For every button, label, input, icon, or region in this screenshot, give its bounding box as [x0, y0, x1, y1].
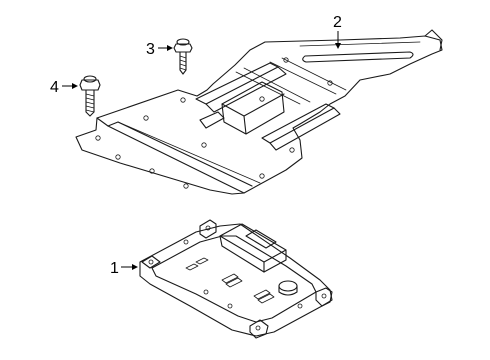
callout-3: 3	[146, 41, 173, 58]
mounting-bracket-part	[75, 29, 443, 195]
callout-number-3: 3	[146, 41, 155, 58]
control-module-part	[139, 219, 333, 339]
callout-2: 2	[333, 14, 342, 49]
callout-4: 4	[50, 79, 78, 96]
callout-number-2: 2	[333, 14, 342, 31]
callout-1: 1	[110, 260, 138, 277]
bolt-part-3	[173, 38, 193, 75]
callout-number-4: 4	[50, 79, 59, 96]
callout-number-1: 1	[110, 260, 119, 277]
bolt-part-4	[79, 75, 101, 117]
